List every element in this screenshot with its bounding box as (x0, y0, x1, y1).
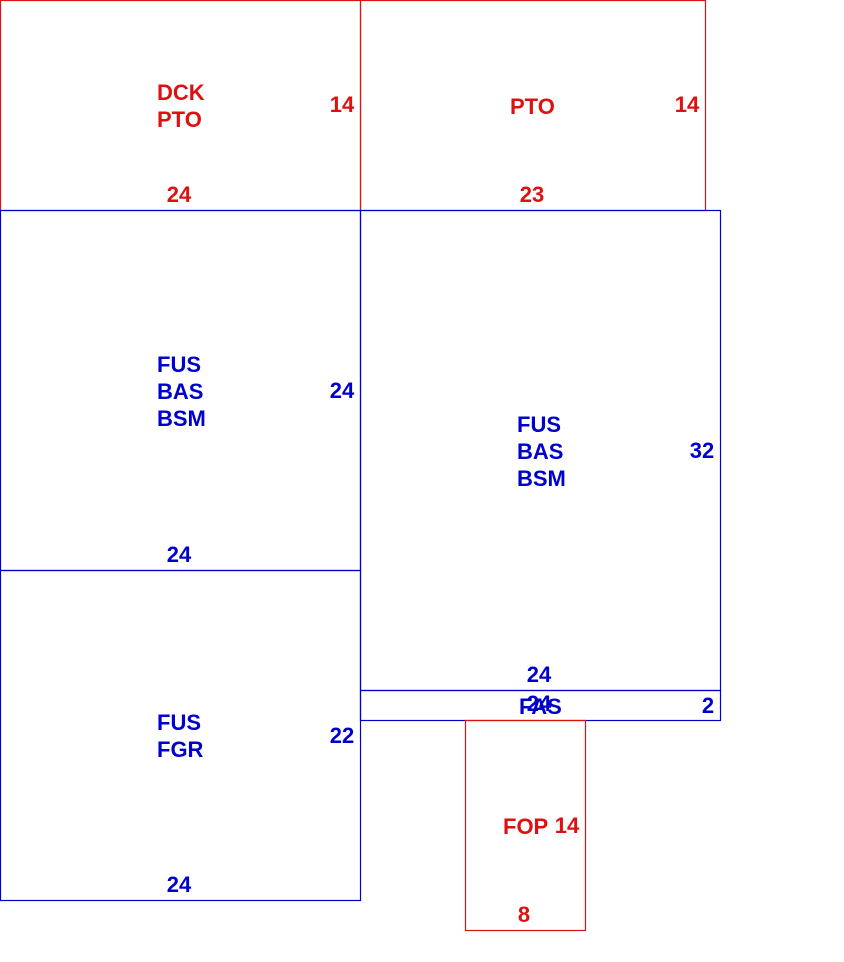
area-fus-bas-bsm-left-label-1: FUS (157, 352, 201, 377)
area-fop-outline (464, 719, 587, 932)
area-fus-bas-bsm-right-width: 24 (527, 662, 552, 687)
area-fus-fgr-width: 24 (167, 872, 192, 897)
area-fus-fgr-outline (0, 569, 362, 902)
area-fas: FAS 24 2 (359, 689, 722, 722)
area-fop-width: 8 (518, 902, 530, 927)
area-fop: FOP 14 8 (464, 719, 587, 932)
area-dck-pto-depth: 14 (330, 92, 355, 117)
area-pto: PTO 14 23 (359, 0, 707, 212)
area-fus-bas-bsm-left-label-2: BAS (157, 379, 203, 404)
area-fus-fgr-label-2: FGR (157, 737, 204, 762)
area-pto-label-1: PTO (510, 94, 555, 119)
area-fus-bas-bsm-right-label-2: BAS (517, 439, 563, 464)
area-fas-width: 24 (527, 691, 552, 716)
area-fus-bas-bsm-right-depth: 32 (690, 438, 714, 463)
area-fus-fgr: FUS FGR 22 24 (0, 569, 362, 902)
area-fus-bas-bsm-right-label-1: FUS (517, 412, 561, 437)
area-fas-depth: 2 (702, 693, 714, 718)
area-fus-bas-bsm-left-depth: 24 (330, 378, 355, 403)
area-dck-pto-outline (0, 0, 362, 212)
area-fas-label-1: FAS (519, 694, 562, 719)
area-pto-depth: 14 (675, 92, 700, 117)
area-fus-fgr-depth: 22 (330, 723, 354, 748)
area-fus-bas-bsm-right-label-3: BSM (517, 466, 566, 491)
area-pto-width: 23 (520, 182, 544, 207)
area-dck-pto-width: 24 (167, 182, 192, 207)
area-fus-bas-bsm-left-label-3: BSM (157, 406, 206, 431)
area-fop-label-1: FOP (503, 814, 548, 839)
area-dck-pto-label-2: PTO (157, 107, 202, 132)
area-fop-depth: 14 (555, 813, 580, 838)
area-fus-fgr-label-1: FUS (157, 710, 201, 735)
area-fus-bas-bsm-left: FUS BAS BSM 24 24 (0, 209, 362, 572)
area-dck-pto-label-1: DCK (157, 80, 205, 105)
area-dck-pto: DCK PTO 14 24 (0, 0, 362, 212)
area-fus-bas-bsm-left-width: 24 (167, 542, 192, 567)
area-fus-bas-bsm-right: FUS BAS BSM 32 24 (359, 209, 722, 692)
